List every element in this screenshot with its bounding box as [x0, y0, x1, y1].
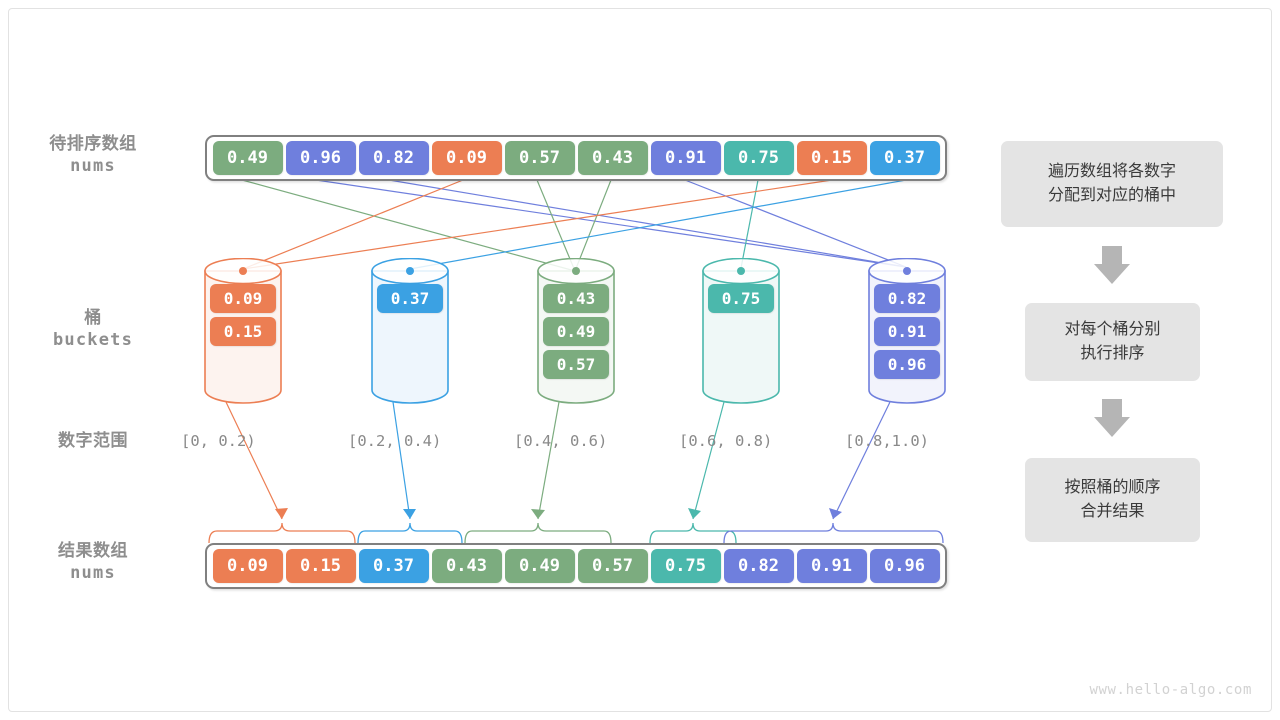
bucket-item: 0.82	[874, 284, 940, 313]
bucket-item: 0.09	[210, 284, 276, 313]
result-array-cell: 0.15	[285, 549, 356, 583]
bucket-item: 0.91	[874, 317, 940, 346]
flow-step-3-line1: 按照桶的顺序	[1064, 479, 1161, 496]
range-label-3: [0.4, 0.6)	[514, 432, 608, 450]
flow-step-3-line2: 合并结果	[1080, 503, 1145, 520]
input-array-cell: 0.43	[577, 141, 648, 175]
bucket-items: 0.82 0.91 0.96	[874, 284, 940, 379]
result-array-cell: 0.57	[577, 549, 648, 583]
flow-step-2-line1: 对每个桶分别	[1064, 321, 1161, 338]
bucket-2: 0.37	[370, 258, 450, 405]
bucket-anchor-dot	[737, 267, 745, 275]
bucket-anchor-dot	[406, 267, 414, 275]
bucket-item: 0.75	[708, 284, 774, 313]
result-array-cell: 0.43	[431, 549, 502, 583]
bucket-5: 0.82 0.91 0.96	[867, 258, 947, 405]
bucket-anchor-dot	[903, 267, 911, 275]
input-array-cell: 0.37	[869, 141, 940, 175]
result-array-cell: 0.75	[650, 549, 721, 583]
bucket-items: 0.43 0.49 0.57	[543, 284, 609, 379]
label-result-array: 结果数组 nums	[8, 540, 178, 585]
result-array-cell: 0.96	[869, 549, 940, 583]
bucket-cylinder-icon	[702, 258, 780, 404]
input-array-cell: 0.91	[650, 141, 721, 175]
flow-step-3: 按照桶的顺序 合并结果	[1025, 458, 1200, 542]
bucket-items: 0.37	[377, 284, 443, 313]
label-input-array-cn: 待排序数组	[49, 134, 137, 153]
input-array-cell: 0.57	[504, 141, 575, 175]
bucket-item: 0.96	[874, 350, 940, 379]
bucket-4: 0.75	[701, 258, 781, 405]
result-array-cell: 0.82	[723, 549, 794, 583]
flow-step-2: 对每个桶分别 执行排序	[1025, 303, 1200, 381]
input-array-cell: 0.82	[358, 141, 429, 175]
range-label-1: [0, 0.2)	[181, 432, 256, 450]
label-number-range: 数字范围	[8, 430, 178, 452]
bucket-item: 0.49	[543, 317, 609, 346]
bucket-items: 0.75	[708, 284, 774, 313]
result-array-cell: 0.49	[504, 549, 575, 583]
input-array-cell: 0.75	[723, 141, 794, 175]
label-input-array-mono: nums	[70, 156, 116, 177]
label-buckets-cn: 桶	[84, 308, 102, 327]
label-buckets-mono: buckets	[52, 330, 134, 351]
input-array-cell: 0.96	[285, 141, 356, 175]
bucket-item: 0.57	[543, 350, 609, 379]
input-array-cell: 0.15	[796, 141, 867, 175]
label-input-array: 待排序数组 nums	[8, 133, 178, 178]
label-result-array-cn: 结果数组	[58, 541, 128, 560]
flow-step-1-line2: 分配到对应的桶中	[1047, 187, 1176, 204]
range-label-5: [0.8,1.0)	[845, 432, 929, 450]
result-array-cell: 0.91	[796, 549, 867, 583]
canvas-border	[8, 8, 1272, 712]
result-array-cell: 0.09	[212, 549, 283, 583]
bucket-anchor-dot	[572, 267, 580, 275]
flow-step-1: 遍历数组将各数字 分配到对应的桶中	[1001, 141, 1223, 227]
label-number-range-cn: 数字范围	[58, 431, 128, 450]
result-array-cell: 0.37	[358, 549, 429, 583]
bucket-cylinder-icon	[371, 258, 449, 404]
range-label-2: [0.2, 0.4)	[348, 432, 442, 450]
label-result-array-mono: nums	[70, 563, 116, 584]
range-label-4: [0.6, 0.8)	[679, 432, 773, 450]
input-array-cell: 0.49	[212, 141, 283, 175]
bucket-items: 0.09 0.15	[210, 284, 276, 346]
bucket-anchor-dot	[239, 267, 247, 275]
bucket-item: 0.43	[543, 284, 609, 313]
label-buckets: 桶 buckets	[8, 307, 178, 352]
watermark: www.hello-algo.com	[1089, 682, 1252, 698]
flow-step-1-line1: 遍历数组将各数字	[1047, 163, 1176, 180]
flow-step-2-line2: 执行排序	[1080, 345, 1145, 362]
input-array-cell: 0.09	[431, 141, 502, 175]
bucket-1: 0.09 0.15	[203, 258, 283, 405]
bucket-item: 0.15	[210, 317, 276, 346]
bucket-3: 0.43 0.49 0.57	[536, 258, 616, 405]
bucket-item: 0.37	[377, 284, 443, 313]
